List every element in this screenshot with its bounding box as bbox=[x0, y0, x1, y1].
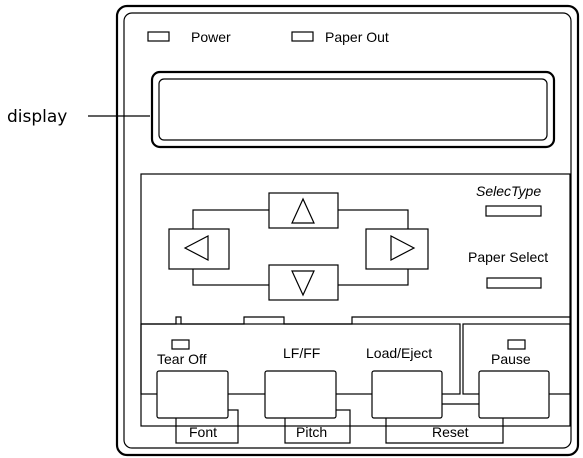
lower-row-frame bbox=[141, 316, 570, 325]
tear-off-label: Tear Off bbox=[157, 351, 207, 367]
pitch-label: Pitch bbox=[296, 424, 327, 440]
reset-label: Reset bbox=[432, 424, 469, 440]
pause-button[interactable] bbox=[478, 370, 550, 419]
display-window-outer bbox=[150, 70, 556, 149]
left-button[interactable] bbox=[168, 228, 230, 270]
lf-ff-button[interactable] bbox=[264, 370, 337, 419]
triangle-up-icon bbox=[291, 197, 315, 224]
up-button[interactable] bbox=[268, 192, 339, 229]
tear-off-button[interactable] bbox=[156, 370, 229, 419]
pause-label: Pause bbox=[491, 351, 531, 367]
selectype-button[interactable] bbox=[485, 205, 542, 217]
font-label: Font bbox=[189, 424, 217, 440]
triangle-right-icon bbox=[390, 235, 416, 261]
paper-out-indicator-light bbox=[291, 31, 314, 42]
triangle-left-icon bbox=[183, 235, 209, 261]
triangle-down-icon bbox=[291, 270, 315, 297]
power-indicator-label: Power bbox=[191, 29, 231, 45]
pause-indicator-light bbox=[507, 339, 526, 350]
button-region-frame bbox=[140, 173, 571, 427]
load-eject-label: Load/Eject bbox=[366, 345, 432, 361]
reset-connector-frame bbox=[385, 410, 504, 444]
paper-select-button[interactable] bbox=[486, 277, 542, 289]
lf-ff-label: LF/FF bbox=[283, 345, 320, 361]
right-button[interactable] bbox=[365, 228, 429, 270]
power-indicator-light bbox=[147, 31, 170, 42]
paper-out-indicator-label: Paper Out bbox=[325, 29, 389, 45]
tear-off-indicator-light bbox=[171, 339, 190, 350]
panel-inner-frame bbox=[123, 12, 572, 449]
selectype-label: SelecType bbox=[476, 183, 541, 199]
paper-select-label: Paper Select bbox=[468, 249, 548, 265]
load-eject-button[interactable] bbox=[371, 370, 443, 419]
display-window-inner bbox=[158, 78, 548, 141]
display-callout-label: display bbox=[7, 107, 67, 127]
down-button[interactable] bbox=[268, 264, 339, 301]
